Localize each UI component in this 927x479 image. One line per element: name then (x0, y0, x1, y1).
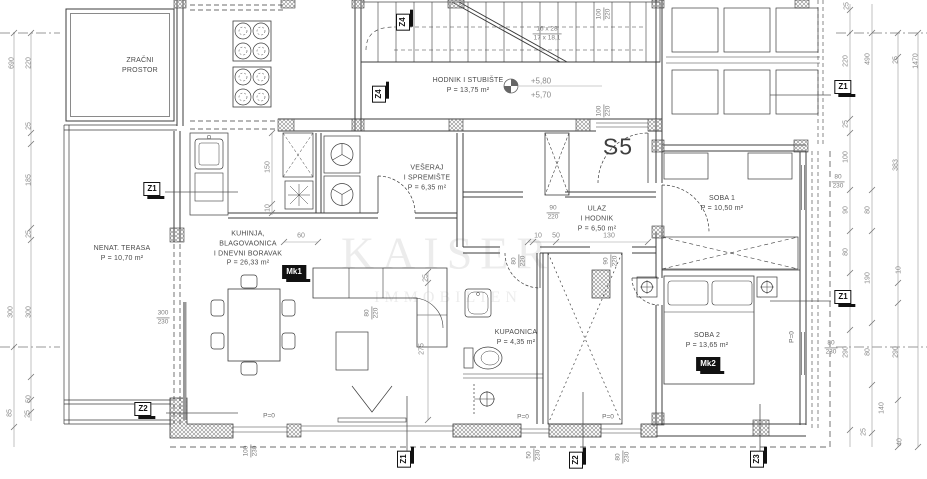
dim-label: 85 (6, 409, 14, 417)
detail-tag-mk1: Mk1 (282, 265, 310, 282)
room-label-kupaonica: KUPAONICA P = 4,35 m² (494, 329, 538, 346)
level-lower: +5,70 (530, 90, 552, 100)
section-tag-z2-bottom: Z2 (569, 451, 583, 469)
dim-label: 90 (842, 206, 850, 214)
room-label-ulaz-hodnik: ULAZ I HODNIK P = 6,50 m² (577, 205, 617, 232)
section-tag-z2-left: Z2 (134, 402, 157, 419)
dim-label: 690 (8, 57, 16, 69)
dim-label: 150 (264, 161, 272, 173)
watermark-line2: IMMOBILIEN (374, 289, 522, 306)
section-tag-z4-b: Z4 (372, 85, 386, 103)
room-label-zracni-prostor: ZRAČNI PROSTOR (122, 57, 158, 74)
section-tag-z4-a: Z4 (396, 13, 410, 31)
section-tag-z1-left: Z1 (143, 182, 166, 199)
dim-label: 25 (24, 410, 32, 418)
dim-label: 220 (25, 57, 33, 69)
dim-label: 25 (25, 122, 33, 130)
room-label-soba2: SOBA 2 P = 13,65 m² (685, 332, 729, 349)
dim-label: 100 (842, 151, 850, 163)
room-label-hodnik-stubiste: HODNIK I STUBIŠTE P = 13,75 m² (432, 77, 504, 94)
dim-label: 25 (843, 2, 851, 10)
room-label-veseraj: VEŠERAJ I SPREMIŠTE P = 6,35 m² (403, 164, 451, 191)
dim-label: 275 (418, 343, 426, 355)
p0-marker: P=0 (517, 413, 529, 421)
section-tag-z1-right-mid: Z1 (834, 290, 857, 307)
dim-label: 185 (25, 174, 33, 186)
level-marker-icon (503, 78, 602, 94)
room-label-kuhinja: KUHINJA, BLAGOVAONICA I DNEVNI BORAVAK P… (213, 230, 283, 267)
dim-label: 10 (895, 266, 903, 274)
dim-label: 40 (896, 438, 904, 446)
dim-label: 290 (842, 346, 850, 358)
dim-label: 1470 (912, 53, 920, 69)
dim-label: 130 (603, 232, 615, 240)
dim-label: 25 (860, 428, 868, 436)
section-tag-z1-bottom: Z1 (397, 450, 411, 468)
dim-label: 25 (842, 120, 850, 128)
section-tag-z1-right-top: Z1 (834, 80, 857, 97)
dim-label: 80 (842, 248, 850, 256)
room-label-soba1: SOBA 1 P = 10,50 m² (700, 195, 744, 212)
tag-leaders (165, 94, 831, 452)
unit-label: S5 (602, 133, 634, 160)
section-tag-z3-bottom: Z3 (750, 450, 764, 468)
dim-label: 50 (552, 232, 560, 240)
detail-tag-mk2: Mk2 (696, 357, 724, 374)
p0-marker: P=0 (602, 413, 614, 421)
dim-label: 290 (892, 346, 900, 358)
dim-label: 80 (864, 348, 872, 356)
dim-label: 25 (892, 56, 900, 64)
dim-label: 383 (892, 159, 900, 171)
dim-label: 140 (878, 402, 886, 414)
p0-marker: P=0 (788, 331, 796, 343)
dim-label: 190 (864, 272, 872, 284)
watermark-line1: KAISER (340, 227, 556, 279)
dim-label: 10 (534, 232, 542, 240)
dim-label: 10 (264, 204, 272, 212)
level-upper: +5,80 (530, 76, 552, 86)
room-label-nenat-terasa: NENAT. TERASA P = 10,70 m² (93, 245, 151, 262)
dim-label: 300 (25, 306, 33, 318)
dim-label: 220 (842, 55, 850, 67)
dim-label: 25 (25, 230, 33, 238)
dimension-lines (10, 4, 922, 451)
dim-label: 490 (864, 53, 872, 65)
dim-label: 60 (297, 232, 305, 240)
dim-label: 25 (422, 274, 430, 282)
dim-label: 300 (7, 306, 15, 318)
dim-label: 80 (864, 206, 872, 214)
p0-marker: P=0 (263, 412, 275, 420)
walls (63, 0, 831, 448)
dim-label: 50 (25, 395, 33, 403)
